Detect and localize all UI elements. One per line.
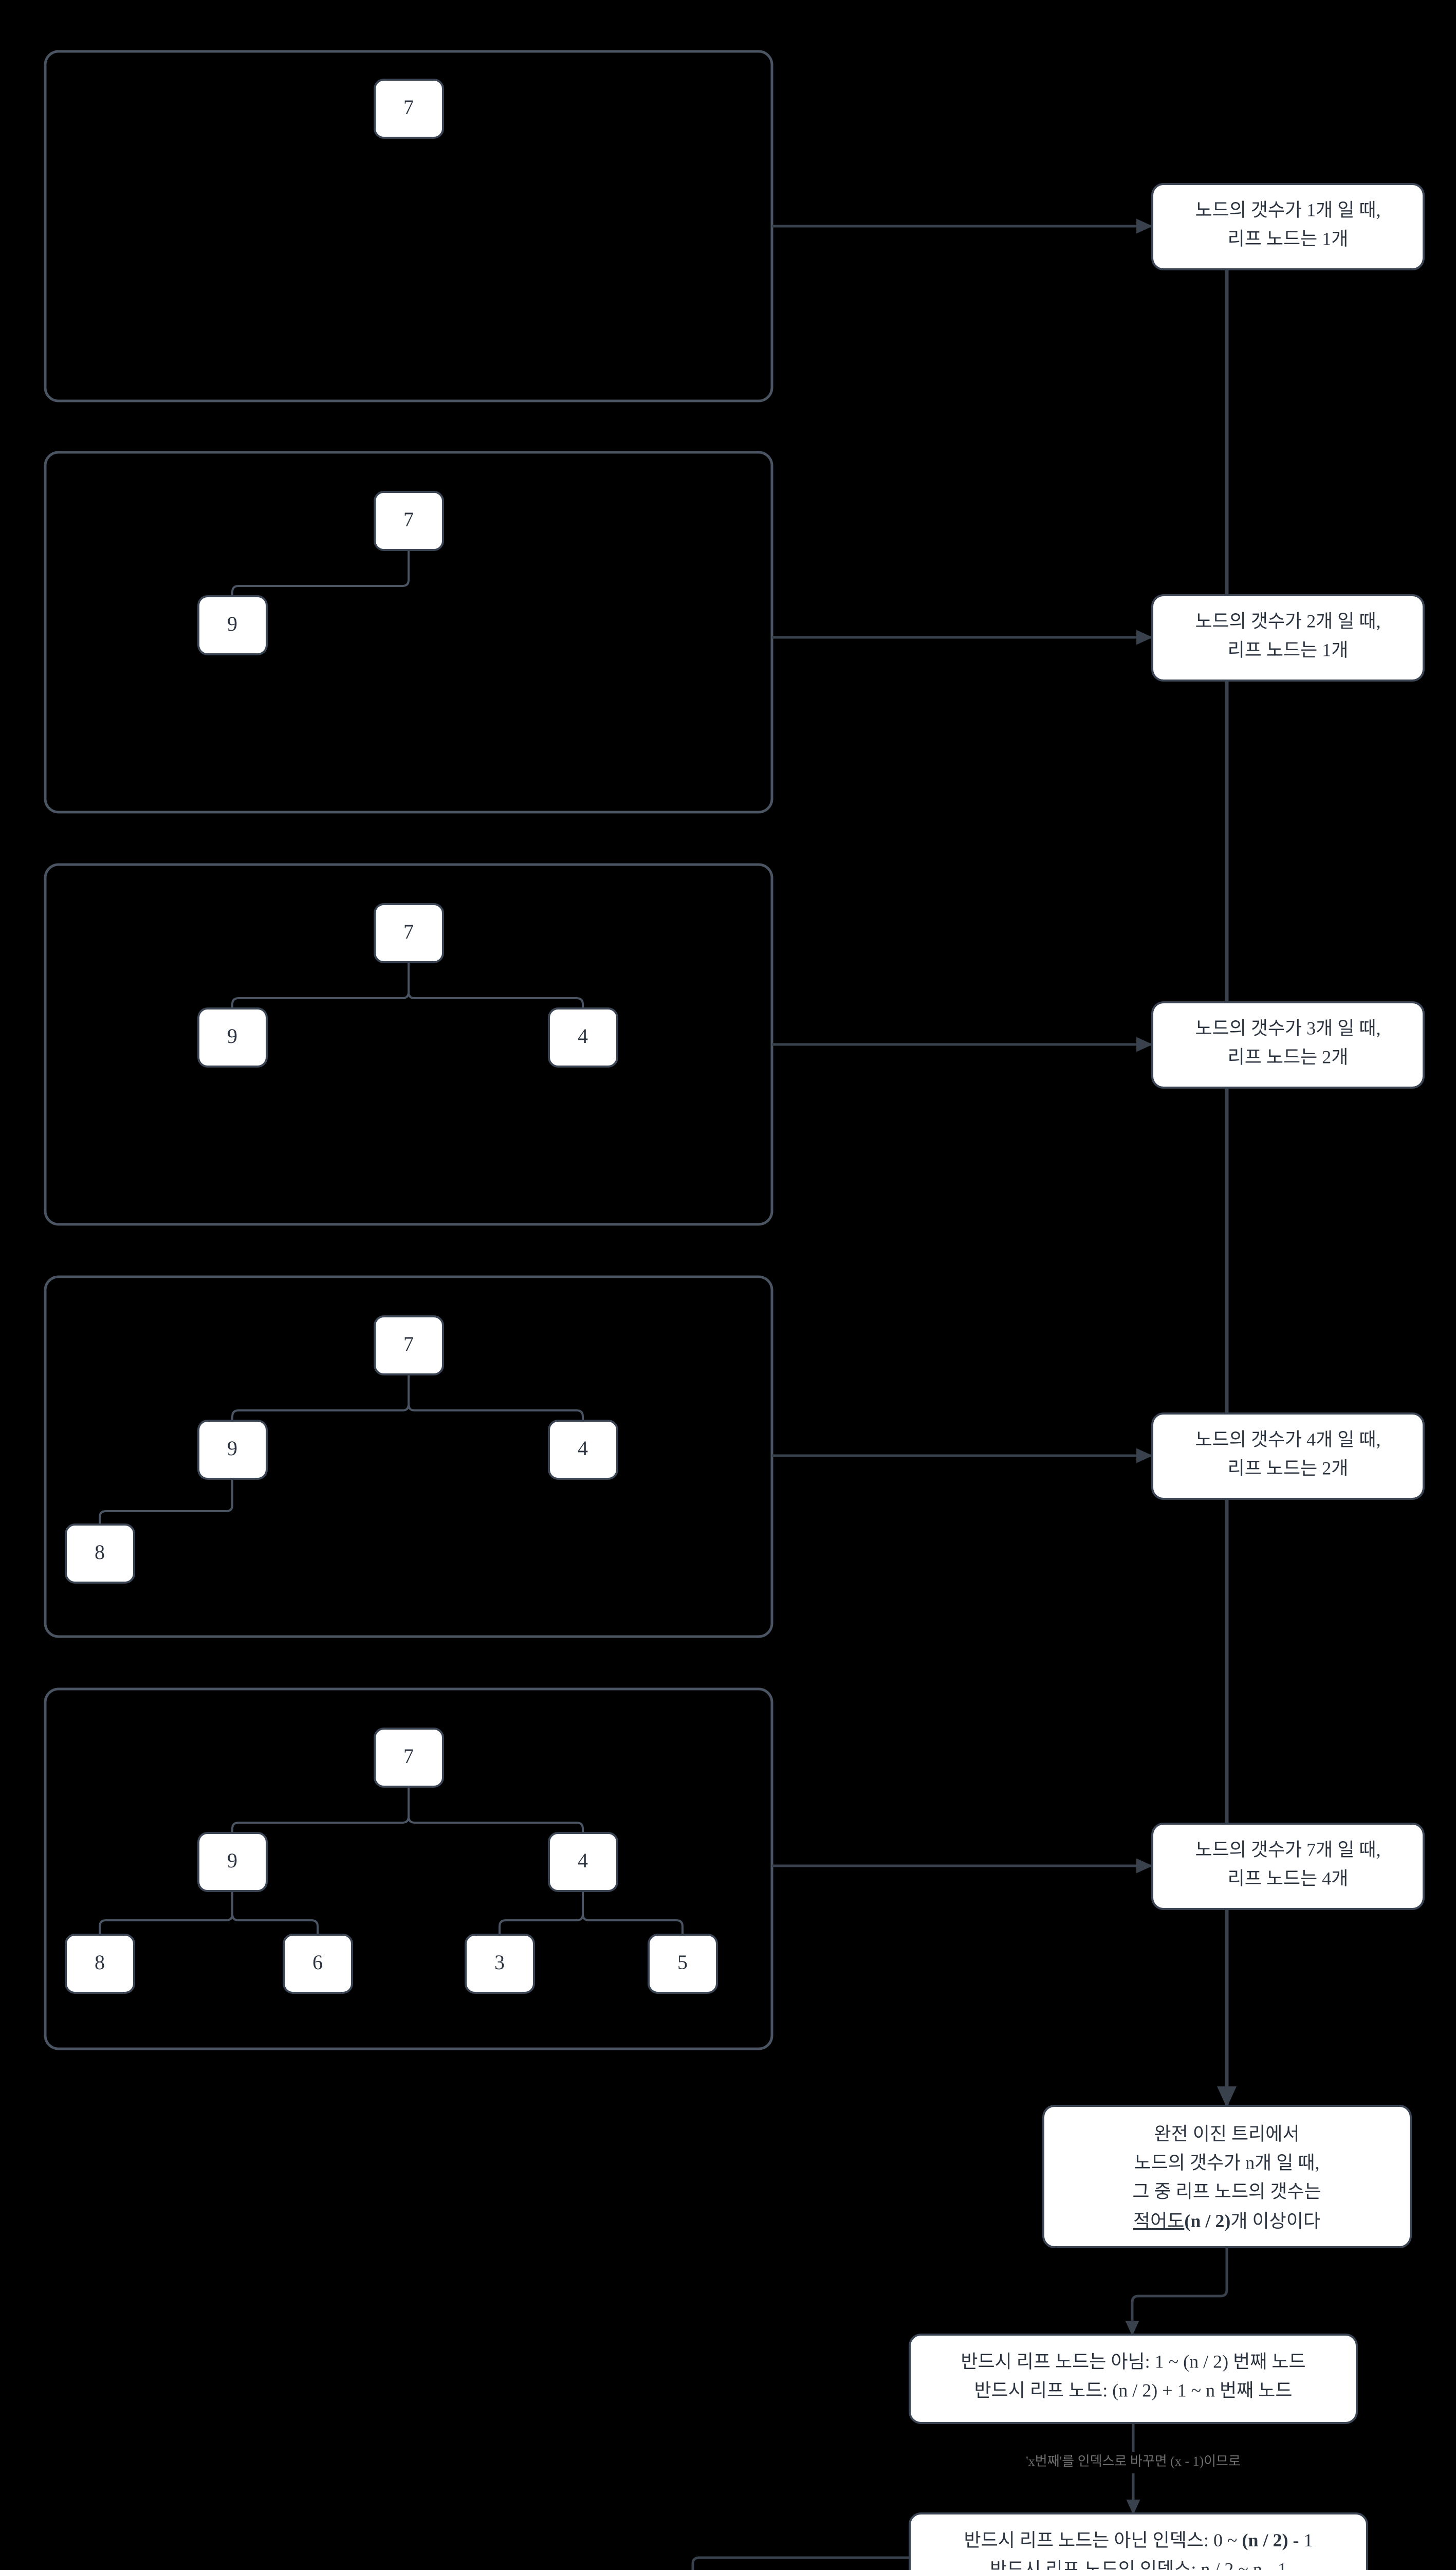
tree-5-container xyxy=(44,1687,773,2050)
tree-2-node-left-label: 9 xyxy=(227,612,237,635)
observation-1-line2: 리프 노드는 1개 xyxy=(1228,228,1349,249)
tree-5-node-root-label: 7 xyxy=(403,1745,414,1768)
tree-5-node-root[interactable]: 7 xyxy=(374,1728,444,1788)
index-line1-bold: (n / 2) xyxy=(1242,2530,1288,2550)
tree-group-1: 7 xyxy=(44,50,773,402)
tree-3-node-left[interactable]: 9 xyxy=(197,1007,268,1068)
tree-5-link-left-lr xyxy=(231,1891,319,1935)
tree-5-link-root-right xyxy=(408,1787,584,1833)
tree-3-node-root-label: 7 xyxy=(403,920,414,943)
observation-box-4[interactable]: 노드의 갯수가 4개 일 때, 리프 노드는 2개 xyxy=(1151,1412,1425,1500)
tree-4-node-root[interactable]: 7 xyxy=(374,1315,444,1375)
ordinal-line2: 반드시 리프 노드: (n / 2) + 1 ~ n 번째 노드 xyxy=(974,2380,1292,2400)
tree-5-node-rr[interactable]: 5 xyxy=(648,1934,718,1994)
tree-5-node-ll-label: 8 xyxy=(95,1951,105,1974)
tree-3-node-right-label: 4 xyxy=(578,1024,588,1048)
tree-4-node-root-label: 7 xyxy=(403,1332,414,1355)
tree-3-link-root-left xyxy=(231,962,410,1008)
conclusion-line3: 그 중 리프 노드의 갯수는 xyxy=(1132,2181,1321,2201)
index-line1: 반드시 리프 노드는 아닌 인덱스: 0 ~ (n / 2) - 1 xyxy=(964,2530,1313,2550)
ordinal-box[interactable]: 반드시 리프 노드는 아님: 1 ~ (n / 2) 번째 노드 반드시 리프 … xyxy=(909,2334,1358,2424)
tree-5-link-right-rr xyxy=(582,1891,684,1935)
tree-5-node-ll[interactable]: 8 xyxy=(65,1934,135,1994)
tree-group-4: 7 9 4 8 xyxy=(44,1275,773,1638)
tree-group-2: 7 9 xyxy=(44,451,773,814)
conclusion-line2: 노드의 갯수가 n개 일 때, xyxy=(1134,2152,1319,2173)
index-line1-pre: 반드시 리프 노드는 아닌 인덱스: 0 ~ xyxy=(964,2530,1242,2550)
edge-label-backing xyxy=(994,2452,1275,2473)
observation-2-line2: 리프 노드는 1개 xyxy=(1228,639,1349,660)
observation-box-1[interactable]: 노드의 갯수가 1개 일 때, 리프 노드는 1개 xyxy=(1151,183,1425,270)
tree-5-node-rr-label: 5 xyxy=(677,1951,688,1974)
index-box[interactable]: 반드시 리프 노드는 아닌 인덱스: 0 ~ (n / 2) - 1 반드시 리… xyxy=(909,2512,1368,2570)
arrow-index-to-loop-first xyxy=(691,2556,910,2570)
observation-3-line2: 리프 노드는 2개 xyxy=(1228,1047,1349,1067)
tree-5-node-lr-label: 6 xyxy=(312,1951,323,1974)
tree-5-link-root-left xyxy=(231,1787,410,1833)
observation-5-line1: 노드의 갯수가 7개 일 때, xyxy=(1195,1839,1380,1860)
arrow-conclusion-to-ordinal xyxy=(1125,2247,1228,2336)
tree-4-link-root-right xyxy=(408,1374,584,1421)
conclusion-line4-bold: (n / 2) xyxy=(1184,2211,1230,2231)
tree-4-link-root-left xyxy=(231,1374,410,1421)
tree-2-link-root-left xyxy=(231,550,410,596)
tree-3-link-root-right xyxy=(408,962,584,1008)
conclusion-line1: 완전 이진 트리에서 xyxy=(1154,2123,1300,2144)
ordinal-line1: 반드시 리프 노드는 아님: 1 ~ (n / 2) 번째 노드 xyxy=(961,2351,1305,2372)
observation-5-line2: 리프 노드는 4개 xyxy=(1228,1868,1349,1888)
index-line2: 반드시 리프 노드인 인덱스: n / 2 ~ n - 1 xyxy=(990,2559,1287,2570)
tree-5-node-right-label: 4 xyxy=(578,1849,588,1872)
observation-2-line1: 노드의 갯수가 2개 일 때, xyxy=(1195,611,1380,631)
tree-4-link-left-leftleft xyxy=(99,1479,233,1525)
tree-4-node-right-label: 4 xyxy=(578,1437,588,1460)
tree-5-node-rl-label: 3 xyxy=(494,1951,505,1974)
tree-group-5: 7 9 4 8 6 3 5 xyxy=(44,1687,773,2050)
tree-group-3: 7 9 4 xyxy=(44,863,773,1226)
conclusion-line4: 적어도(n / 2)개 이상이다 xyxy=(1133,2211,1320,2231)
tree-4-node-left[interactable]: 9 xyxy=(197,1420,268,1480)
tree-5-link-left-ll xyxy=(99,1891,233,1935)
index-conversion-edge-label: 'x번째'를 인덱스로 바꾸면 (x - 1)이므로 xyxy=(1026,2454,1241,2469)
tree-3-node-root[interactable]: 7 xyxy=(374,903,444,963)
tree-2-node-left[interactable]: 9 xyxy=(197,595,268,655)
tree-5-node-rl[interactable]: 3 xyxy=(465,1934,535,1994)
tree-5-link-right-rl xyxy=(499,1891,584,1935)
observation-box-3[interactable]: 노드의 갯수가 3개 일 때, 리프 노드는 2개 xyxy=(1151,1001,1425,1089)
tree-5-node-left[interactable]: 9 xyxy=(197,1832,268,1892)
tree-3-node-right[interactable]: 4 xyxy=(548,1007,618,1068)
index-line1-post: - 1 xyxy=(1288,2530,1313,2550)
observation-4-line2: 리프 노드는 2개 xyxy=(1228,1458,1349,1478)
tree-5-node-right[interactable]: 4 xyxy=(548,1832,618,1892)
observation-box-5[interactable]: 노드의 갯수가 7개 일 때, 리프 노드는 4개 xyxy=(1151,1823,1425,1910)
tree-5-node-left-label: 9 xyxy=(227,1849,237,1872)
tree-2-container xyxy=(44,451,773,814)
conclusion-box[interactable]: 완전 이진 트리에서 노드의 갯수가 n개 일 때, 그 중 리프 노드의 갯수… xyxy=(1042,2105,1412,2248)
tree-4-node-leftleft[interactable]: 8 xyxy=(65,1523,135,1584)
tree-4-node-right[interactable]: 4 xyxy=(548,1420,618,1480)
observation-1-line1: 노드의 갯수가 1개 일 때, xyxy=(1195,199,1380,220)
tree-3-node-left-label: 9 xyxy=(227,1024,237,1048)
tree-2-node-root[interactable]: 7 xyxy=(374,491,444,551)
observation-box-2[interactable]: 노드의 갯수가 2개 일 때, 리프 노드는 1개 xyxy=(1151,594,1425,682)
tree-1-node-root-label: 7 xyxy=(403,96,414,119)
conclusion-line4-rest: 개 이상이다 xyxy=(1230,2211,1320,2231)
tree-2-node-root-label: 7 xyxy=(403,508,414,531)
conclusion-line4-underline: 적어도 xyxy=(1133,2211,1184,2231)
tree-4-node-left-label: 9 xyxy=(227,1437,237,1460)
tree-1-node-root[interactable]: 7 xyxy=(374,79,444,139)
tree-5-node-lr[interactable]: 6 xyxy=(283,1934,353,1994)
observation-4-line1: 노드의 갯수가 4개 일 때, xyxy=(1195,1429,1380,1449)
tree-4-node-leftleft-label: 8 xyxy=(95,1540,105,1564)
observation-3-line1: 노드의 갯수가 3개 일 때, xyxy=(1195,1018,1380,1038)
